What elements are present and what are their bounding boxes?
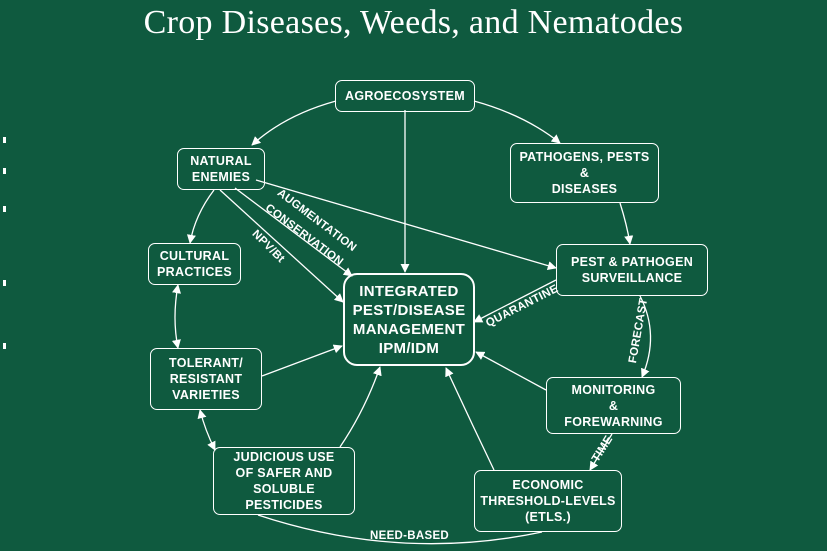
edge-mark xyxy=(3,343,6,349)
arrow-etls-ipm xyxy=(445,367,495,471)
node-agroecosystem: AGROECOSYSTEM xyxy=(335,80,475,112)
arrow-pathogens-surveillance xyxy=(619,202,634,245)
arrow-monitoring-etls xyxy=(589,433,613,471)
arrow-natural-surveillance xyxy=(255,179,557,271)
arrow-surveillance-monitoring xyxy=(639,295,652,378)
arrow-tolerant-judicious xyxy=(197,409,216,451)
arrow-agro-natural xyxy=(251,100,337,146)
arrow-natural-cultural xyxy=(186,189,215,244)
node-monitoring: MONITORING & FOREWARNING xyxy=(546,377,681,434)
arrow-surveillance-ipm xyxy=(473,279,557,323)
arrow-monitoring-ipm xyxy=(475,351,547,391)
node-cultural-practices: CULTURAL PRACTICES xyxy=(148,243,241,285)
page-title: Crop Diseases, Weeds, and Nematodes xyxy=(143,4,684,41)
arrow-judicious-ipm xyxy=(339,366,382,448)
node-tolerant-varieties: TOLERANT/ RESISTANT VARIETIES xyxy=(150,348,262,410)
edge-mark xyxy=(3,168,6,174)
edge-mark xyxy=(3,206,6,212)
node-ipm: INTEGRATED PEST/DISEASE MANAGEMENT IPM/I… xyxy=(343,273,475,366)
arrow-npv-ipm xyxy=(219,189,344,303)
edge-mark xyxy=(3,137,6,143)
node-pathogens: PATHOGENS, PESTS & DISEASES xyxy=(510,143,659,203)
arrow-cultural-tolerant xyxy=(171,284,182,349)
arrow-agro-pathogens xyxy=(473,100,561,144)
arrow-need-based xyxy=(257,514,543,545)
edge-mark xyxy=(3,280,6,286)
node-surveillance: PEST & PATHOGEN SURVEILLANCE xyxy=(556,244,708,296)
arrow-natural-ipm xyxy=(234,187,353,277)
label-need-based: NEED-BASED xyxy=(370,530,450,542)
node-judicious-pesticides: JUDICIOUS USE OF SAFER AND SOLUBLE PESTI… xyxy=(213,447,355,515)
node-natural-enemies: NATURAL ENEMIES xyxy=(177,148,265,190)
arrow-tolerant-ipm xyxy=(261,344,343,377)
node-etls: ECONOMIC THRESHOLD-LEVELS (ETLS.) xyxy=(474,470,622,532)
